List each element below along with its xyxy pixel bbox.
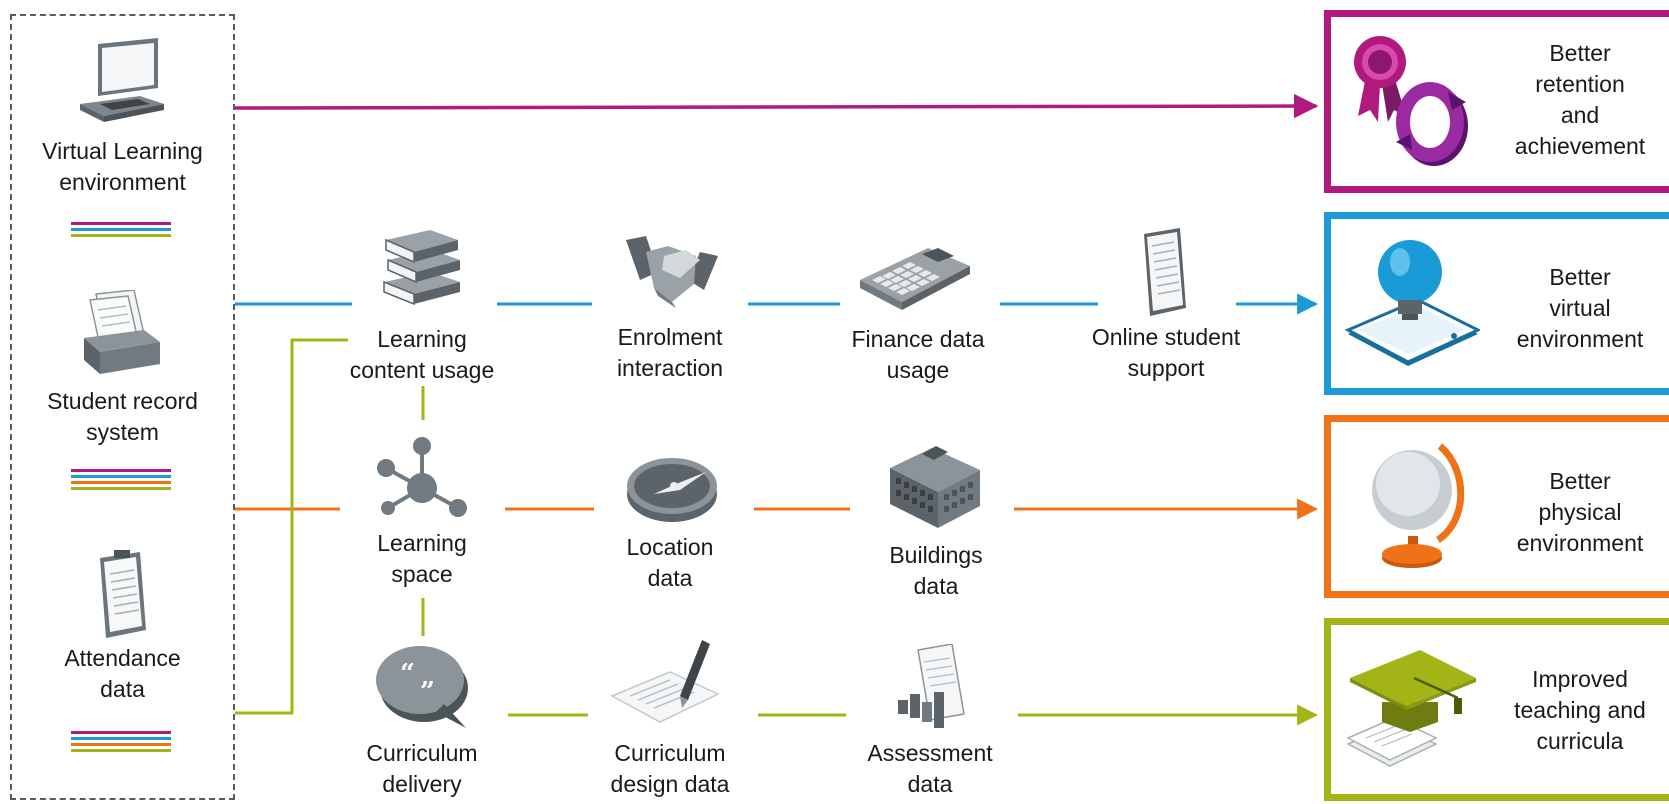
outcome-label-physical: Better physical environment (1516, 468, 1644, 556)
outcome-box-physical (1324, 415, 1669, 598)
handshake-icon (626, 236, 718, 308)
graduation-cap-icon (1346, 650, 1476, 767)
source-stripes-vle (71, 222, 171, 240)
pen-paper-icon (610, 640, 720, 723)
award-cycle-icon (1354, 36, 1468, 166)
node-label-buildings-data: Buildings data (889, 542, 983, 599)
outcome-label-virtual: Better virtual environment (1516, 264, 1644, 352)
outcome-box-teaching (1324, 618, 1669, 801)
svg-text:“: “ (400, 659, 415, 689)
outcome-label-teaching: Improved teaching and curricula (1514, 666, 1646, 754)
outcome-label-retention: Better retention and achievement (1514, 40, 1646, 159)
lightbulb-tablet-icon (1344, 240, 1480, 366)
node-label-location-data: Location data (626, 534, 714, 591)
node-label-learning-content-usage: Learning content usage (349, 326, 495, 383)
node-label-online-student-support: Online student support (1091, 324, 1241, 381)
node-label-curriculum-delivery: Curriculum delivery (366, 740, 478, 797)
retention-connector (234, 93, 1319, 119)
outcome-box-retention (1324, 10, 1669, 193)
clipboard-icon (100, 550, 146, 638)
network-icon (377, 437, 467, 517)
speech-bubble-icon: “ ” (376, 646, 468, 728)
node-label-enrolment-interaction: Enrolment interaction (616, 324, 724, 381)
node-label-learning-space: Learning space (377, 530, 467, 587)
calculator-icon (860, 248, 970, 310)
node-label-finance-data-usage: Finance data usage (851, 326, 985, 383)
books-icon (383, 230, 460, 306)
globe-icon (1372, 443, 1464, 568)
document-icon (1144, 228, 1186, 316)
source-label-attendance: Attendance data (64, 645, 181, 702)
card-file-icon (84, 290, 160, 374)
laptop-icon (80, 38, 164, 122)
node-label-curriculum-design-data: Curriculum design data (610, 740, 730, 797)
outcome-box-virtual (1324, 212, 1669, 395)
source-label-vle: Virtual Learning environment (42, 138, 203, 195)
building-icon (890, 446, 980, 528)
source-stripes-attendance (71, 731, 171, 755)
compass-icon (627, 458, 717, 522)
data-sources-panel (10, 14, 235, 800)
teaching-connector (235, 338, 1319, 726)
svg-text:”: ” (420, 677, 435, 707)
bar-chart-doc-icon (898, 644, 965, 728)
node-label-assessment-data: Assessment data (867, 740, 993, 797)
source-label-srs: Student record system (47, 388, 198, 445)
source-stripes-srs (71, 469, 171, 493)
